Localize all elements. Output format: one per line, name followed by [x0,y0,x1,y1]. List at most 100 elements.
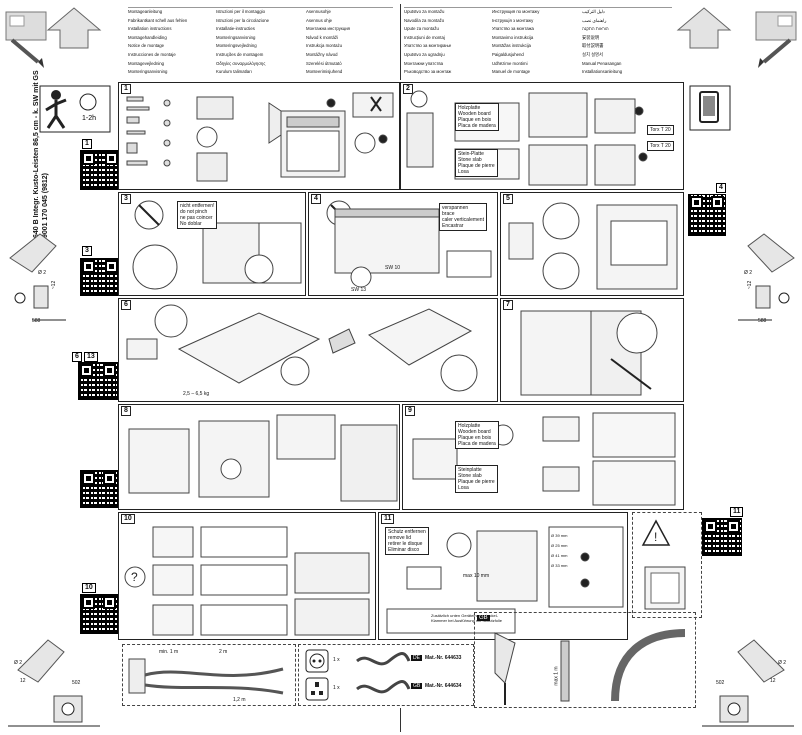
gb-tag: GB [477,615,490,621]
drill-icon-left [9,233,66,321]
bottom-fold-line [400,708,401,732]
language-entry: Manual Penasangan [582,60,622,66]
mat1-label: Mat.-Nr. 644633 [425,655,462,661]
qr-label-1: 1 [82,139,92,149]
house-pencil-icon-right [676,7,797,68]
step-number: 5 [503,194,513,204]
svg-text:1-2h: 1-2h [82,115,96,122]
language-entry: Montavimo instrukcija [492,34,534,40]
language-entry: Montāžas instrukcija [492,43,531,49]
language-entry: Fabrikantkant schell aus fehlen [128,17,188,23]
right-length: 588 [758,318,767,324]
language-entry: Інструкція з монтажу [492,17,534,23]
gb-panel: GB max 1 m [474,612,696,708]
qr-label-6b: 13 [84,352,98,362]
language-entry: Notice de montage [128,43,165,49]
step-10-panel: 10 ? [118,512,376,640]
language-entry: Instrucțiuni de montaj [404,34,445,40]
language-entry: Udhëzime montimi [492,60,528,66]
language-entry: Монтажни упатства [404,60,443,66]
step-2-illustration [406,90,648,186]
language-entry: Navodila za montažo [404,17,445,23]
step-number: 2 [403,84,413,94]
weight-label: 2,5 – 6,5 kg [183,391,210,397]
qr-code-6[interactable] [78,362,118,400]
qr-label-6: 6 [72,352,82,362]
language-entry: Monteringsanvisning [128,69,168,75]
language-entry: Instruções de montagem [216,52,264,57]
qr-code-3[interactable] [80,258,120,296]
hose-panel: min. 1 m 2 m 1,2 m [122,644,296,706]
qr-code-11[interactable] [702,518,742,556]
step-number: 3 [121,194,131,204]
gb-illustration [494,629,686,705]
sw10-label: SW 10 [385,265,401,271]
house-pencil-icon [5,7,102,68]
language-entry: Monteringsvejledning [216,43,257,49]
step-number: 7 [503,300,513,310]
socket-icon [305,649,329,673]
sw13-label: SW 13 [351,287,367,293]
step-5-panel: 5 [500,192,684,296]
step-number: 1 [121,84,131,94]
language-entry: Istruzioni per la circolazione [216,17,270,23]
language-entry: 安装说明 [582,34,600,40]
language-entry: Monteerimisjuhend [306,69,343,75]
left-diameter: Ø 2 [38,270,47,276]
appliance-box-icon [644,566,686,610]
qr-code-8[interactable] [80,470,118,508]
language-entry: Montážny návod [306,52,338,57]
language-entry: הוראות התקנה [582,26,609,32]
step-1-panel: 1 [118,82,400,190]
svg-text:!: ! [654,530,657,544]
qr-label-10: 10 [82,583,96,593]
qr-code-1[interactable] [80,150,120,190]
step-4-illustration [326,200,492,288]
mat1-qty: 1 x [333,657,340,663]
right-depth: ~12 [747,280,754,290]
language-entry: Упатство за монтирање [404,43,452,49]
language-entry: Instrucciones de montaje [128,52,176,57]
hose-len-b: 2 m [219,649,228,655]
language-entry: Szerelési útmutató [306,60,342,66]
step-9-illustration [412,412,676,506]
language-entry: 설치 설명서 [582,52,603,57]
language-entry: Manuel de montage [492,69,530,75]
step-7-panel: 7 [500,298,684,402]
qr-code-4[interactable] [688,194,726,236]
step-11-side-panel: ! [632,512,702,618]
step-11-dim: max 10 mm [463,573,490,579]
step-3-illustration [132,200,302,290]
step-1-illustration [126,92,394,182]
language-entry: Asennus ohje [306,17,333,23]
language-entry: Kurulum talimatları [216,69,252,75]
step-number: 9 [405,406,415,416]
cable-icon-1 [356,652,411,666]
step-number: 6 [121,300,131,310]
language-entry: Installationsanleitung [582,69,623,75]
bl-depth: 12 [20,678,26,684]
language-entry: Ръководство за монтаж [404,69,452,75]
left-length: 588 [32,318,41,324]
language-entry: Installatie-instructies [216,26,255,32]
language-entry: Monteringsanvisning [216,34,256,40]
qr-code-10[interactable] [80,594,118,634]
step-8-panel: 8 [118,404,400,510]
language-entry: Instrukcja montażu [306,43,343,49]
step-3-panel: 3 nicht entfernen!do not pinch ne pas co… [118,192,306,296]
badge-de: DE [411,655,422,661]
step-11-note: Zusätzlich unten Geräteinnen-Sockel-Klam… [431,613,502,623]
bl-length: 502 [72,680,81,686]
mat2-qty: 1 x [333,685,340,691]
language-entry: دليل التركيب [582,9,605,14]
step-10-illustration: ? [124,526,370,636]
gb-dim: max 1 m [553,666,560,686]
